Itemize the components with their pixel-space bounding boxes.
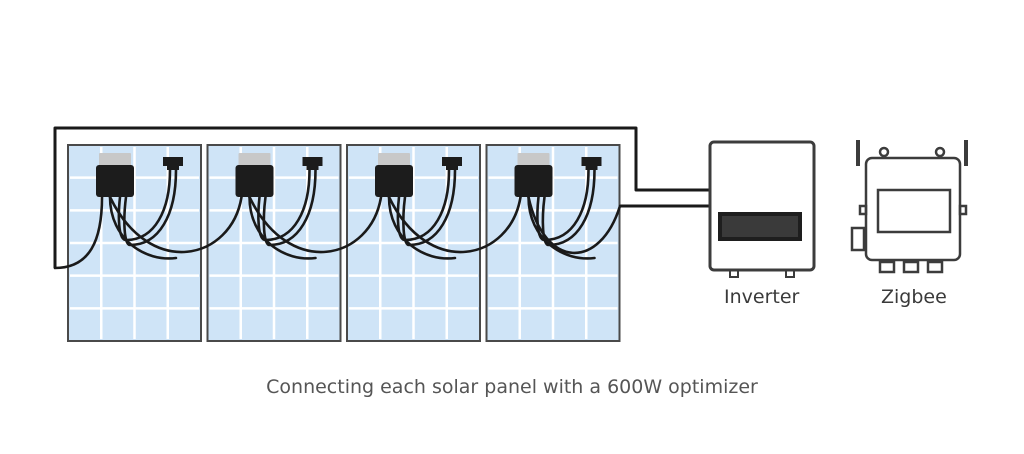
panel-lead-cable: [257, 168, 311, 242]
diagram-caption: Connecting each solar panel with a 600W …: [266, 376, 758, 398]
zigbee-gateway-device: [850, 140, 968, 274]
optimizer: [375, 153, 462, 197]
inverter-device: [708, 140, 816, 278]
panel-lead-cable: [117, 168, 172, 242]
optimizer-lead-cable: [387, 195, 457, 260]
chain-cable: [53, 195, 104, 270]
chain-cable-to-inverter: [527, 195, 622, 255]
optimizer-group: [96, 153, 602, 197]
zigbee-display: [876, 188, 952, 234]
junction-connector: [581, 157, 602, 166]
junction-connector: [163, 157, 183, 166]
solar-panel: [67, 144, 202, 342]
solar-panel: [346, 144, 481, 342]
optimizer-lead-cable: [527, 195, 596, 260]
optimizer: [96, 153, 183, 197]
panel-lead-cable: [396, 168, 451, 242]
zigbee-label: Zigbee: [881, 286, 947, 308]
main-cable-loop: [53, 126, 710, 268]
inverter-foot-right: [785, 269, 795, 278]
inverter-label: Inverter: [724, 286, 800, 308]
chain-cable: [108, 195, 243, 254]
junction-connector: [302, 157, 323, 166]
chain-cable: [387, 195, 522, 254]
solar-panel: [206, 144, 342, 342]
solar-panel-array: [67, 144, 621, 342]
optimizer-lead-cable: [108, 195, 178, 260]
optimizer: [514, 153, 602, 197]
inverter-foot-left: [729, 269, 739, 278]
optimizer-lead-cable: [248, 195, 317, 260]
junction-connector: [442, 157, 462, 166]
chain-cable: [248, 195, 383, 254]
optimizer-daisy-chain-cables: [53, 168, 622, 270]
optimizer: [235, 153, 323, 197]
